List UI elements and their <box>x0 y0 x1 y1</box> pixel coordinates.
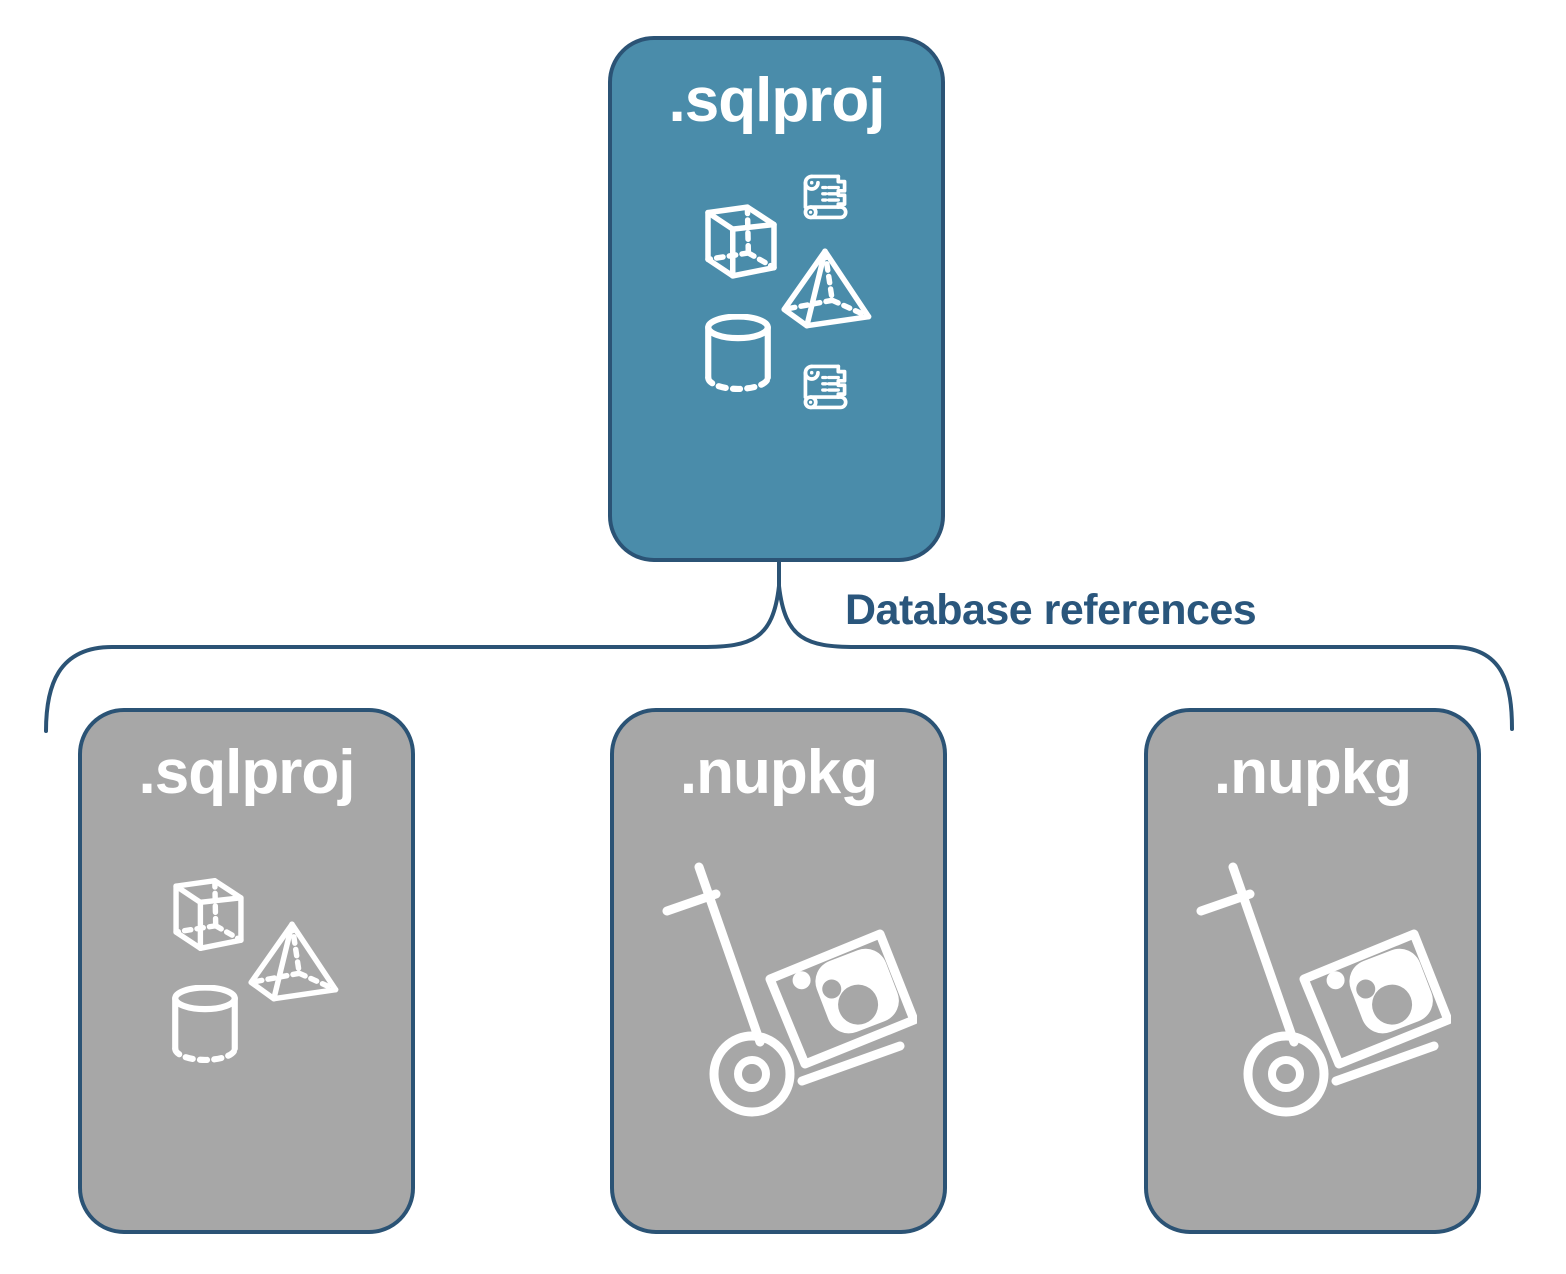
cylinder-icon <box>172 985 238 1063</box>
pyramid-icon <box>775 244 875 333</box>
node-sqlproj-child: .sqlproj <box>78 708 415 1234</box>
connector-label: Database references <box>845 586 1257 634</box>
cylinder-icon <box>705 314 771 392</box>
cube-icon <box>165 869 252 960</box>
script-scroll-icon <box>799 362 851 410</box>
node-title: .nupkg <box>679 738 878 807</box>
node-nupkg-child-2: .nupkg <box>1144 708 1481 1234</box>
script-scroll-icon <box>799 172 851 220</box>
node-title: .nupkg <box>1213 738 1412 807</box>
nuget-handtruck-icon <box>662 862 917 1122</box>
cube-icon <box>697 195 785 288</box>
node-title: .sqlproj <box>138 738 356 807</box>
nuget-handtruck-icon <box>1196 862 1451 1122</box>
pyramid-icon <box>242 917 342 1006</box>
node-sqlproj-root: .sqlproj <box>608 36 945 562</box>
node-title: .sqlproj <box>668 66 886 135</box>
brace-path <box>44 558 1514 733</box>
node-nupkg-child-1: .nupkg <box>610 708 947 1234</box>
